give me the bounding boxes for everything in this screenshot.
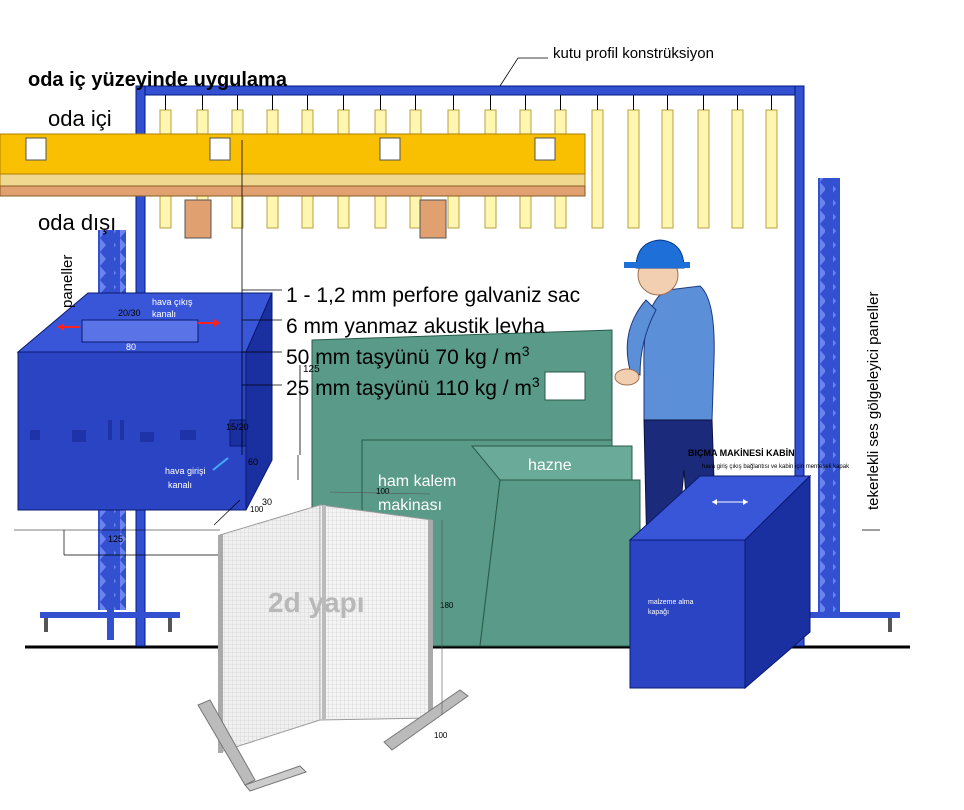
right-panels-label: tekerlekli ses gölgeleyici paneller [865, 292, 882, 510]
left-panels-label: paneller [59, 255, 76, 308]
frame-label: kutu profil konstrüksiyon [553, 45, 714, 62]
intake-label: hava girişi [165, 466, 206, 476]
screen-dim-100-a: 100 [376, 487, 390, 496]
watermark: 2d yapı [268, 587, 364, 618]
layer-list: 1 - 1,2 mm perfore galvaniz sac 6 mm yanm… [286, 284, 580, 400]
right-cabin-subtitle: hava giriş çıkış bağlantısı ve kabin içi… [702, 464, 850, 470]
machine-label-line1: ham kalem [378, 473, 456, 490]
exhaust-label: hava çıkış [152, 297, 193, 307]
dim-60: 60 [248, 457, 258, 467]
room-wall-section [0, 133, 586, 239]
slat [731, 109, 744, 229]
slat [591, 109, 604, 229]
slat [661, 109, 674, 229]
frame-right-post [794, 85, 805, 647]
machine-dim-125: 125 [303, 364, 320, 375]
worker-figure [614, 239, 722, 610]
layer-item: 6 mm yanmaz akustik levha [286, 315, 545, 338]
right-cabin-title: BIÇMA MAKİNESİ KABİN [688, 448, 795, 458]
dim-125: 125 [108, 534, 123, 544]
page-heading: oda iç yüzeyinde uygulama [28, 69, 288, 91]
machine-label-line2: makinası [378, 497, 442, 514]
dim-intake: 15/20 [226, 422, 249, 432]
outside-label: oda dışı [38, 210, 116, 235]
layer-item: 50 mm taşyünü 70 kg / m3 [286, 343, 530, 369]
slat [765, 109, 778, 229]
dim-exhaust: 20/30 [118, 308, 141, 318]
left-cabin: hava çıkış kanalı 20/30 80 15/20 60 hava… [14, 292, 299, 556]
dim-30: 30 [262, 497, 272, 507]
right-cabin-door-label-2: kapağı [648, 609, 669, 616]
layer-item: 25 mm taşyünü 110 kg / m3 [286, 374, 540, 400]
exhaust-label-2: kanalı [152, 309, 176, 319]
hopper-label: hazne [528, 457, 572, 474]
screen-dim-100-b: 100 [434, 731, 448, 740]
mesh-screen: 2d yapı 100 180 100 [197, 487, 469, 792]
right-cabin: BIÇMA MAKİNESİ KABİN hava giriş çıkış ba… [628, 448, 850, 690]
inside-label: oda içi [48, 106, 112, 131]
layer-leaders [241, 57, 880, 531]
dim-100: 100 [250, 505, 264, 514]
intake-label-2: kanalı [168, 480, 192, 490]
layer-item: 1 - 1,2 mm perfore galvaniz sac [286, 284, 580, 307]
slat [627, 109, 640, 229]
dim-width-80: 80 [126, 342, 136, 352]
right-cabin-door-label: malzeme alma [648, 599, 694, 606]
screen-dim-180: 180 [440, 601, 454, 610]
slat [697, 109, 710, 229]
